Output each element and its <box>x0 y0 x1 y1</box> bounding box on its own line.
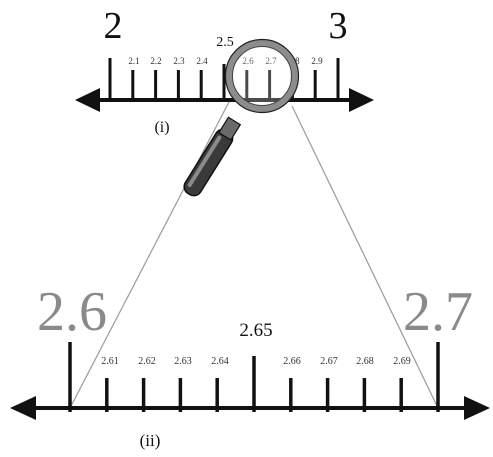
bottom-arrow-right <box>464 396 490 420</box>
bottom-mid-label: 2.65 <box>239 320 272 341</box>
magnifier-collar <box>218 116 242 141</box>
number-line-bottom: 2.6 2.7 2.65 2.61 2.62 2.63 2.64 2.66 2.… <box>10 281 490 450</box>
bottom-right-value: 2.7 <box>403 281 473 343</box>
top-tick-label: 2.3 <box>173 56 185 66</box>
top-tick-label: 2.9 <box>311 56 323 66</box>
bottom-tick-label: 2.64 <box>211 356 229 367</box>
top-right-value: 3 <box>329 5 348 47</box>
top-left-value: 2 <box>104 5 123 47</box>
bottom-tick-label: 2.63 <box>174 356 192 367</box>
top-arrow-right <box>349 88 374 112</box>
bottom-caption: (ii) <box>140 431 161 450</box>
top-tick-label: 2.2 <box>150 56 161 66</box>
zoom-line-left <box>69 99 231 409</box>
magnifier-lens-edge <box>224 38 300 114</box>
bottom-ticks <box>68 342 440 412</box>
magnifying-glass-icon <box>183 38 300 197</box>
bottom-tick-label: 2.69 <box>393 356 411 367</box>
bottom-tick-label: 2.62 <box>138 356 156 367</box>
top-tick-label: 2.7 <box>265 56 277 66</box>
bottom-arrow-left <box>10 396 36 420</box>
top-arrow-left <box>75 88 100 112</box>
zoom-line-right <box>291 105 439 409</box>
number-line-top: 2 3 2.5 2.1 2.2 2.3 2.4 2.6 2.7 2.8 2.9 … <box>75 5 374 136</box>
top-caption: (i) <box>154 119 169 136</box>
bottom-tick-label: 2.61 <box>101 356 119 367</box>
top-tick-label: 2.1 <box>128 56 139 66</box>
bottom-tick-label: 2.68 <box>356 356 374 367</box>
bottom-tick-label: 2.67 <box>320 356 338 367</box>
magnifier-lens-inner-edge <box>232 46 292 106</box>
top-ticks <box>108 58 340 102</box>
magnifier-lens-rim <box>225 39 299 113</box>
top-mid-label: 2.5 <box>216 35 234 50</box>
top-tick-label: 2.6 <box>242 56 254 66</box>
bottom-tick-label: 2.66 <box>283 356 301 367</box>
magnifier-handle-shine <box>187 135 222 188</box>
top-tick-label: 2.4 <box>196 56 208 66</box>
bottom-left-value: 2.6 <box>37 281 107 343</box>
